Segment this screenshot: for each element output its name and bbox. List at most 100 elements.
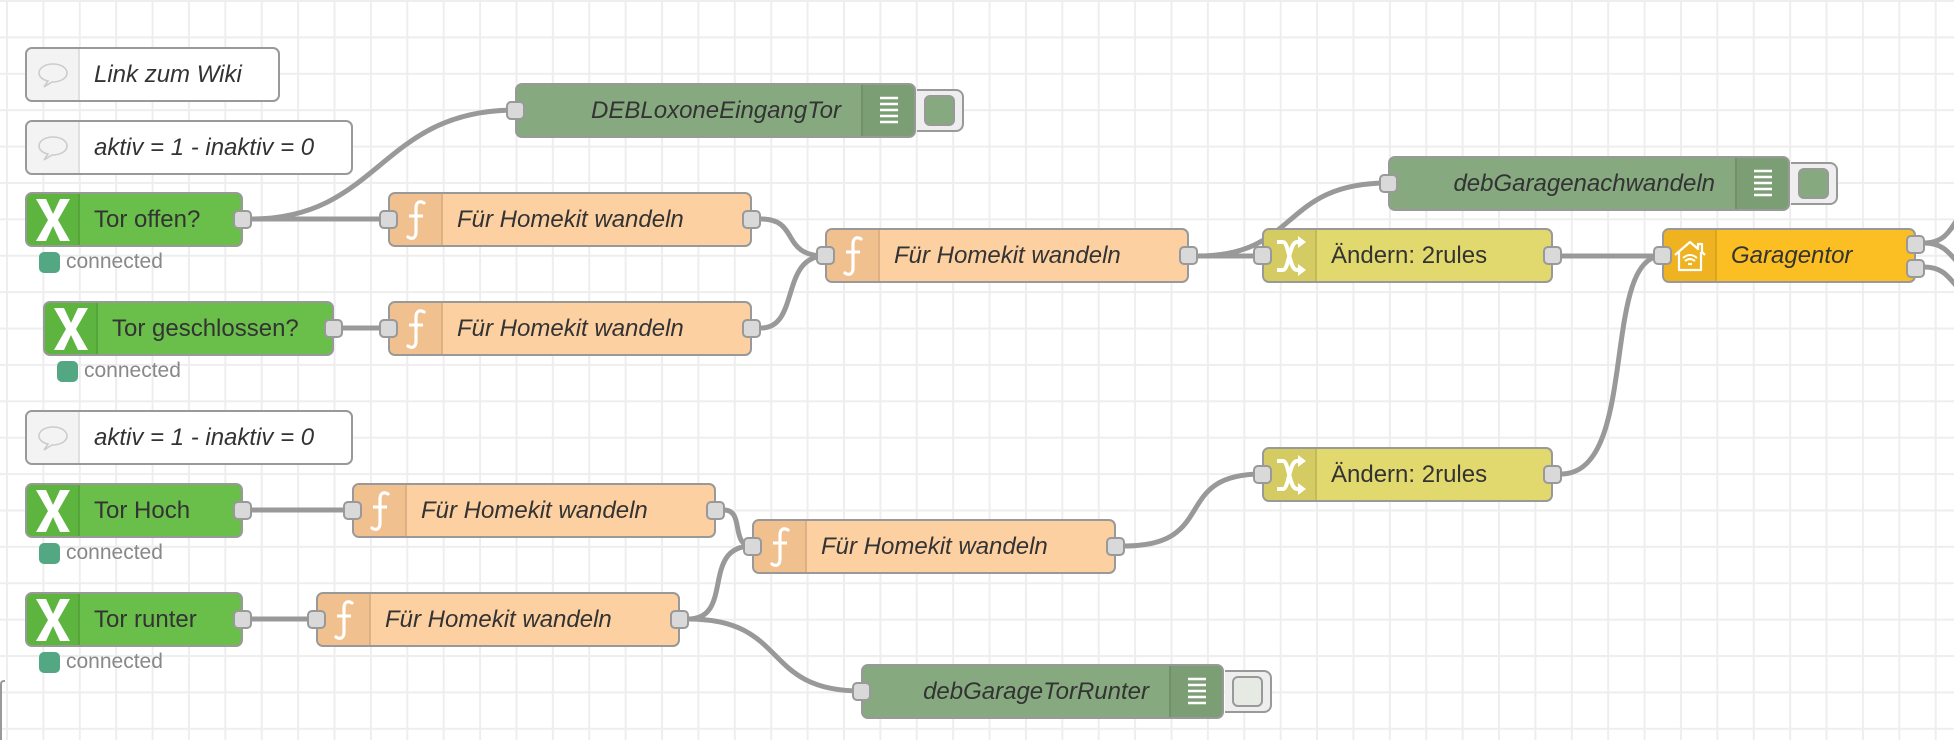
output-port[interactable] — [233, 209, 252, 229]
function-node[interactable]: Für Homekit wandeln — [343, 483, 725, 538]
output-port[interactable] — [1543, 464, 1562, 484]
status-text: connected — [66, 541, 163, 564]
loxone-node[interactable]: Tor Hoch — [25, 483, 252, 538]
debug-list-icon — [1735, 158, 1788, 209]
input-port[interactable] — [743, 536, 762, 556]
wire[interactable] — [1196, 180, 1389, 259]
output-port[interactable] — [742, 209, 761, 229]
node-label: Tor offen? — [94, 205, 201, 233]
status-text: connected — [84, 359, 181, 382]
wire[interactable] — [1560, 253, 1663, 477]
debug-list-icon — [861, 85, 914, 136]
node-status: connected — [39, 250, 163, 274]
comment-label: aktiv = 1 - inaktiv = 0 — [94, 133, 315, 161]
node-label: Für Homekit wandeln — [894, 241, 1121, 269]
node-label: debGarageTorRunter — [923, 677, 1149, 705]
output-port[interactable] — [742, 318, 761, 338]
change-node[interactable]: Ändern: 2rules — [1253, 228, 1562, 283]
loxone-x-icon — [27, 194, 80, 245]
input-port[interactable] — [1253, 464, 1272, 484]
wire[interactable] — [1923, 215, 1954, 246]
function-icon — [354, 485, 407, 536]
function-node[interactable]: Für Homekit wandeln — [379, 192, 761, 247]
wire[interactable] — [687, 543, 753, 622]
input-port[interactable] — [816, 245, 835, 265]
debug-toggle-button[interactable] — [1225, 670, 1272, 713]
output-port[interactable] — [1106, 536, 1125, 556]
loxone-node[interactable]: Tor geschlossen? — [43, 301, 343, 356]
wire[interactable] — [1123, 471, 1263, 549]
loxone-x-icon — [45, 303, 98, 354]
debug-node[interactable]: debGarageTorRunter — [852, 664, 1272, 719]
input-port[interactable] — [852, 681, 871, 701]
wire[interactable] — [1923, 264, 1954, 290]
status-dot — [39, 251, 60, 273]
wire[interactable] — [687, 616, 862, 694]
function-icon — [827, 230, 880, 281]
debug-node[interactable]: debGaragenachwandeln — [1379, 156, 1838, 211]
wire[interactable] — [1923, 240, 1954, 265]
smart-home-icon — [1664, 230, 1717, 281]
homekit-node[interactable]: Garagentor — [1653, 228, 1925, 283]
output-port[interactable] — [233, 609, 252, 629]
input-port[interactable] — [343, 500, 362, 520]
input-port[interactable] — [506, 100, 525, 120]
status-text: connected — [66, 650, 163, 673]
comment-label: aktiv = 1 - inaktiv = 0 — [94, 423, 315, 451]
debug-node[interactable]: DEBLoxoneEingangTor — [506, 83, 964, 138]
input-port[interactable] — [379, 318, 398, 338]
output-port[interactable] — [670, 609, 689, 629]
wire[interactable] — [250, 107, 516, 222]
function-node[interactable]: Für Homekit wandeln — [379, 301, 761, 356]
node-label: Für Homekit wandeln — [457, 314, 684, 342]
node-label: Garagentor — [1731, 241, 1853, 269]
shuffle-icon — [1264, 449, 1317, 500]
loxone-node[interactable]: Tor runter — [25, 592, 252, 647]
comment-node[interactable]: Link zum Wiki — [25, 47, 280, 102]
function-node[interactable]: Für Homekit wandeln — [307, 592, 689, 647]
loxone-node[interactable]: Tor offen? — [25, 192, 252, 247]
node-status: connected — [39, 541, 163, 565]
output-port[interactable] — [233, 500, 252, 520]
node-label: Tor runter — [94, 605, 197, 633]
debug-toggle-button[interactable] — [917, 89, 964, 132]
status-text: connected — [66, 250, 163, 273]
output-port[interactable] — [1179, 245, 1198, 265]
output-port[interactable] — [1906, 235, 1925, 254]
input-port[interactable] — [307, 609, 326, 629]
shuffle-icon — [1264, 230, 1317, 281]
loxone-x-icon — [27, 594, 80, 645]
input-port[interactable] — [1379, 173, 1398, 193]
offscreen-node-edge — [0, 680, 5, 740]
debug-list-icon — [1169, 666, 1222, 717]
comment-node[interactable]: aktiv = 1 - inaktiv = 0 — [25, 410, 353, 465]
node-label: Tor Hoch — [94, 496, 191, 524]
debug-toggle-button[interactable] — [1791, 162, 1838, 205]
input-port[interactable] — [1253, 245, 1272, 265]
comment-icon — [27, 122, 80, 173]
input-port[interactable] — [379, 209, 398, 229]
output-port[interactable] — [324, 318, 343, 338]
wire[interactable] — [760, 253, 826, 331]
input-port[interactable] — [1653, 245, 1672, 265]
node-label: Für Homekit wandeln — [821, 532, 1048, 560]
function-node[interactable]: Für Homekit wandeln — [743, 519, 1125, 574]
output-port[interactable] — [1906, 259, 1925, 278]
node-label: Für Homekit wandeln — [457, 205, 684, 233]
node-label: Tor geschlossen? — [112, 314, 299, 342]
output-port[interactable] — [1543, 245, 1562, 265]
status-dot — [39, 651, 60, 673]
function-icon — [390, 303, 443, 354]
comment-icon — [27, 412, 80, 463]
function-node[interactable]: Für Homekit wandeln — [816, 228, 1198, 283]
comment-node[interactable]: aktiv = 1 - inaktiv = 0 — [25, 120, 353, 175]
function-icon — [318, 594, 371, 645]
output-port[interactable] — [706, 500, 725, 520]
node-label: debGaragenachwandeln — [1453, 169, 1715, 197]
node-label: Für Homekit wandeln — [385, 605, 612, 633]
wire[interactable] — [760, 216, 826, 259]
node-status: connected — [57, 359, 181, 383]
loxone-x-icon — [27, 485, 80, 536]
change-node[interactable]: Ändern: 2rules — [1253, 447, 1562, 502]
